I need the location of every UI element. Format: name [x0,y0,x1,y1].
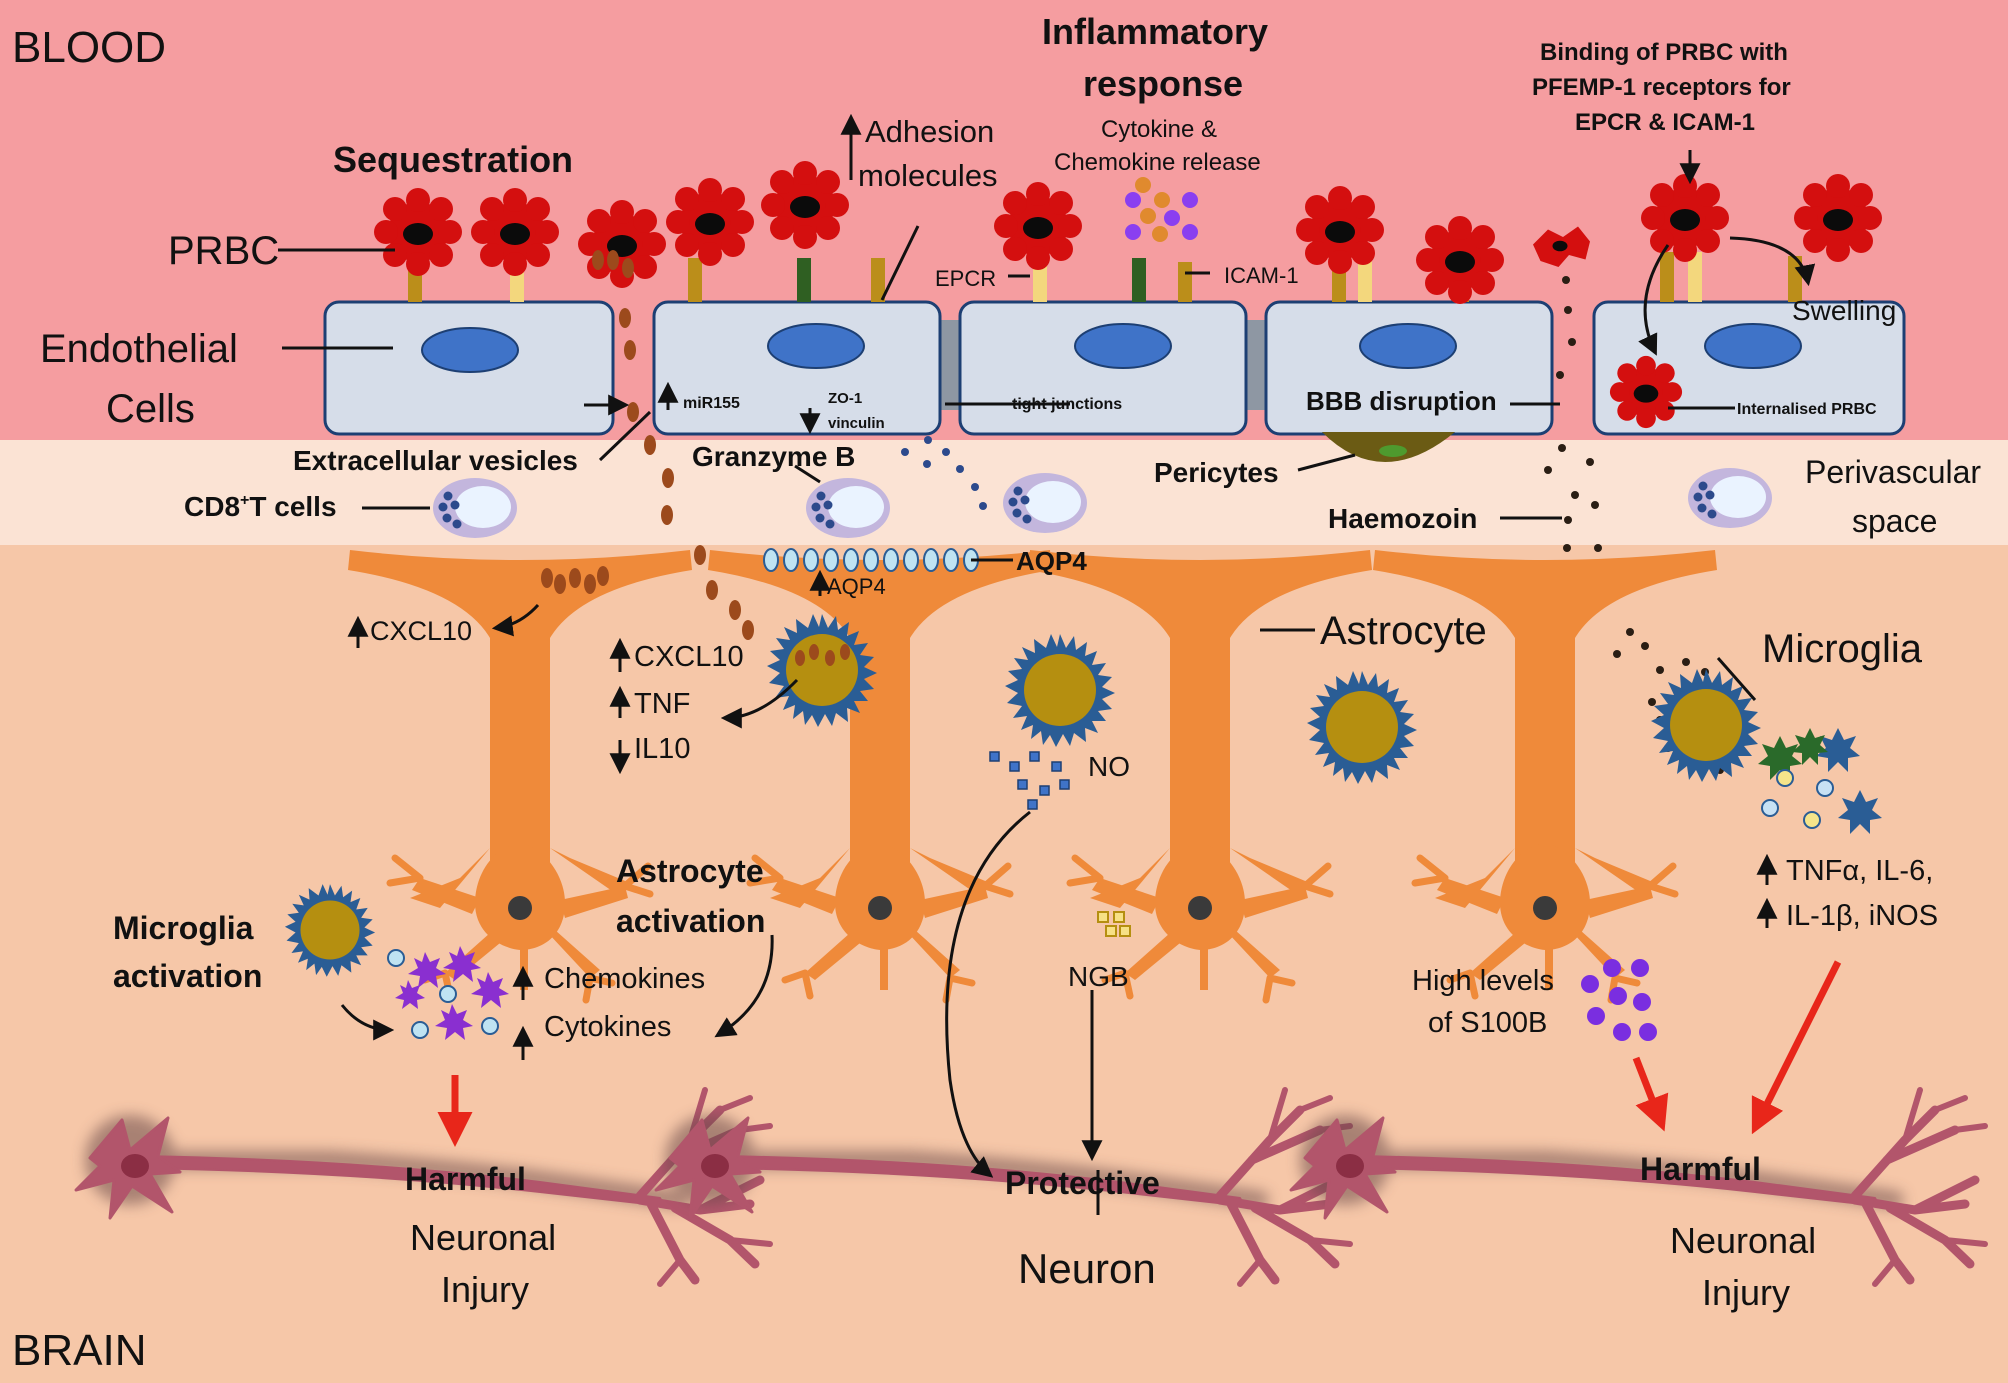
prbc-icon [1609,355,1683,429]
binding-label: Binding of PRBC with [1540,39,1788,66]
il10-label: IL10 [634,733,690,765]
injury-left-label-2: Injury [441,1269,529,1310]
prbc-icon [578,200,666,288]
swelling-label: Swelling [1792,295,1896,326]
cd8-t-cell-icon [1003,473,1087,533]
prbc-icon [1794,174,1882,262]
extracellular-vesicles [541,250,754,640]
prbc-cells [374,161,1882,429]
endothelial-cell-icon [652,300,942,436]
region-label-brain: BRAIN [12,1326,146,1375]
prbc-icon [374,188,462,276]
injury-left-label: Neuronal [410,1217,556,1258]
cytokine-release-label-2: Chemokine release [1054,149,1261,176]
header-response: response [1083,63,1243,104]
tight-junction-block [1245,320,1267,410]
binding-label-3: EPCR & ICAM-1 [1575,109,1755,136]
left-cytokines [387,946,509,1040]
tight-junctions-label: tight junctions [1012,396,1122,413]
cytokines-label: Cytokines [544,1011,671,1043]
cd8-label: CD8+T cells [184,491,337,522]
up-down-arrows [347,113,1778,1060]
adhesion-label-2: molecules [858,158,998,193]
cytokine-release-label: Cytokine & [1101,116,1217,143]
chemokines-label: Chemokines [544,963,705,995]
arrows [340,150,1816,1178]
harmful-right-label: Harmful [1640,1151,1761,1187]
granzyme-label: Granzyme B [692,441,855,472]
endothelial-cell-icon [958,300,1248,436]
prbc-icon [1641,174,1729,262]
astrocyte-activation-label: Astrocyte [616,853,764,889]
right-cytokines [1758,728,1882,834]
no-molecules [989,751,1070,810]
header-inflammatory: Inflammatory [1042,11,1268,52]
astrocyte-label: Astrocyte [1320,609,1487,653]
s100b-label: High levels [1412,965,1554,997]
tight-junction-block [938,320,960,410]
adhesion-label: Adhesion [865,114,994,149]
region-label-blood: BLOOD [12,23,166,72]
aqp4-channels [763,548,979,572]
microglia-activation-label-2: activation [113,958,262,994]
extracellular-vesicles-label: Extracellular vesicles [293,445,578,476]
s100b-dots [1581,959,1657,1041]
microglia-activation-label: Microglia [113,910,254,946]
granzyme-dots [901,436,987,510]
ruptured-prbc-icon [1533,226,1590,267]
tnf-label: TNF [634,688,690,720]
astrocyte-activation-label-2: activation [616,903,765,939]
perivascular-space [0,440,2008,545]
endothelial-label: Endothelial [40,327,238,371]
s100b-label-2: of S100B [1428,1007,1547,1039]
endothelial-cells [323,300,1906,436]
cxcl10-left-label: CXCL10 [370,616,472,646]
prbc-icon [1416,216,1504,304]
prbc-icon [1296,186,1384,274]
engulfed-vesicles [795,644,850,666]
il1b-label: IL-1β, iNOS [1786,900,1938,932]
leader-lines [278,225,1757,1215]
injury-right-label-2: Injury [1702,1272,1790,1313]
injury-right-label: Neuronal [1670,1220,1816,1261]
prbc-icon [994,182,1082,270]
cytokine-dots [1125,177,1198,242]
vinculin-label: vinculin [828,415,885,432]
header-sequestration: Sequestration [333,139,573,180]
cd8-t-cell-icon [806,478,890,538]
haemozoin-label: Haemozoin [1328,503,1477,534]
icam-label: ICAM-1 [1224,263,1299,288]
cd8-t-cell-icon [1688,468,1772,528]
zo1-label: ZO-1 [828,390,862,407]
protective-label: Protective [1005,1165,1160,1201]
aqp4-label: AQP4 [1016,546,1087,576]
tnfa-label: TNFα, IL-6, [1786,855,1933,887]
prbc-icon [666,178,754,266]
perivascular-label-2: space [1852,503,1937,539]
neuron-label: Neuron [1018,1245,1156,1292]
cxcl10-label: CXCL10 [634,641,744,673]
aqp4-up-label: AQP4 [827,574,886,599]
pericytes-label: Pericytes [1154,457,1279,488]
cd8-t-cell-icon [433,478,517,538]
no-label: NO [1088,751,1130,782]
binding-label-2: PFEMP-1 receptors for [1532,74,1791,101]
prbc-icon [471,188,559,276]
mir155-label: miR155 [683,395,740,412]
pericyte-icon [1322,432,1455,462]
harm-arrows [437,960,1842,1147]
microglia-label: Microglia [1762,627,1923,671]
ngb-molecules [1097,911,1131,937]
ngb-label: NGB [1068,961,1129,992]
bbb-disruption-label: BBB disruption [1306,386,1497,416]
perivascular-label: Perivascular [1805,454,1981,490]
prbc-label: PRBC [168,229,279,273]
prbc-icon [761,161,849,249]
internalised-prbc-label: Internalised PRBC [1737,401,1877,418]
harmful-left-label: Harmful [405,1161,526,1197]
endothelial-label-2: Cells [106,387,195,431]
epcr-label: EPCR [935,266,996,291]
